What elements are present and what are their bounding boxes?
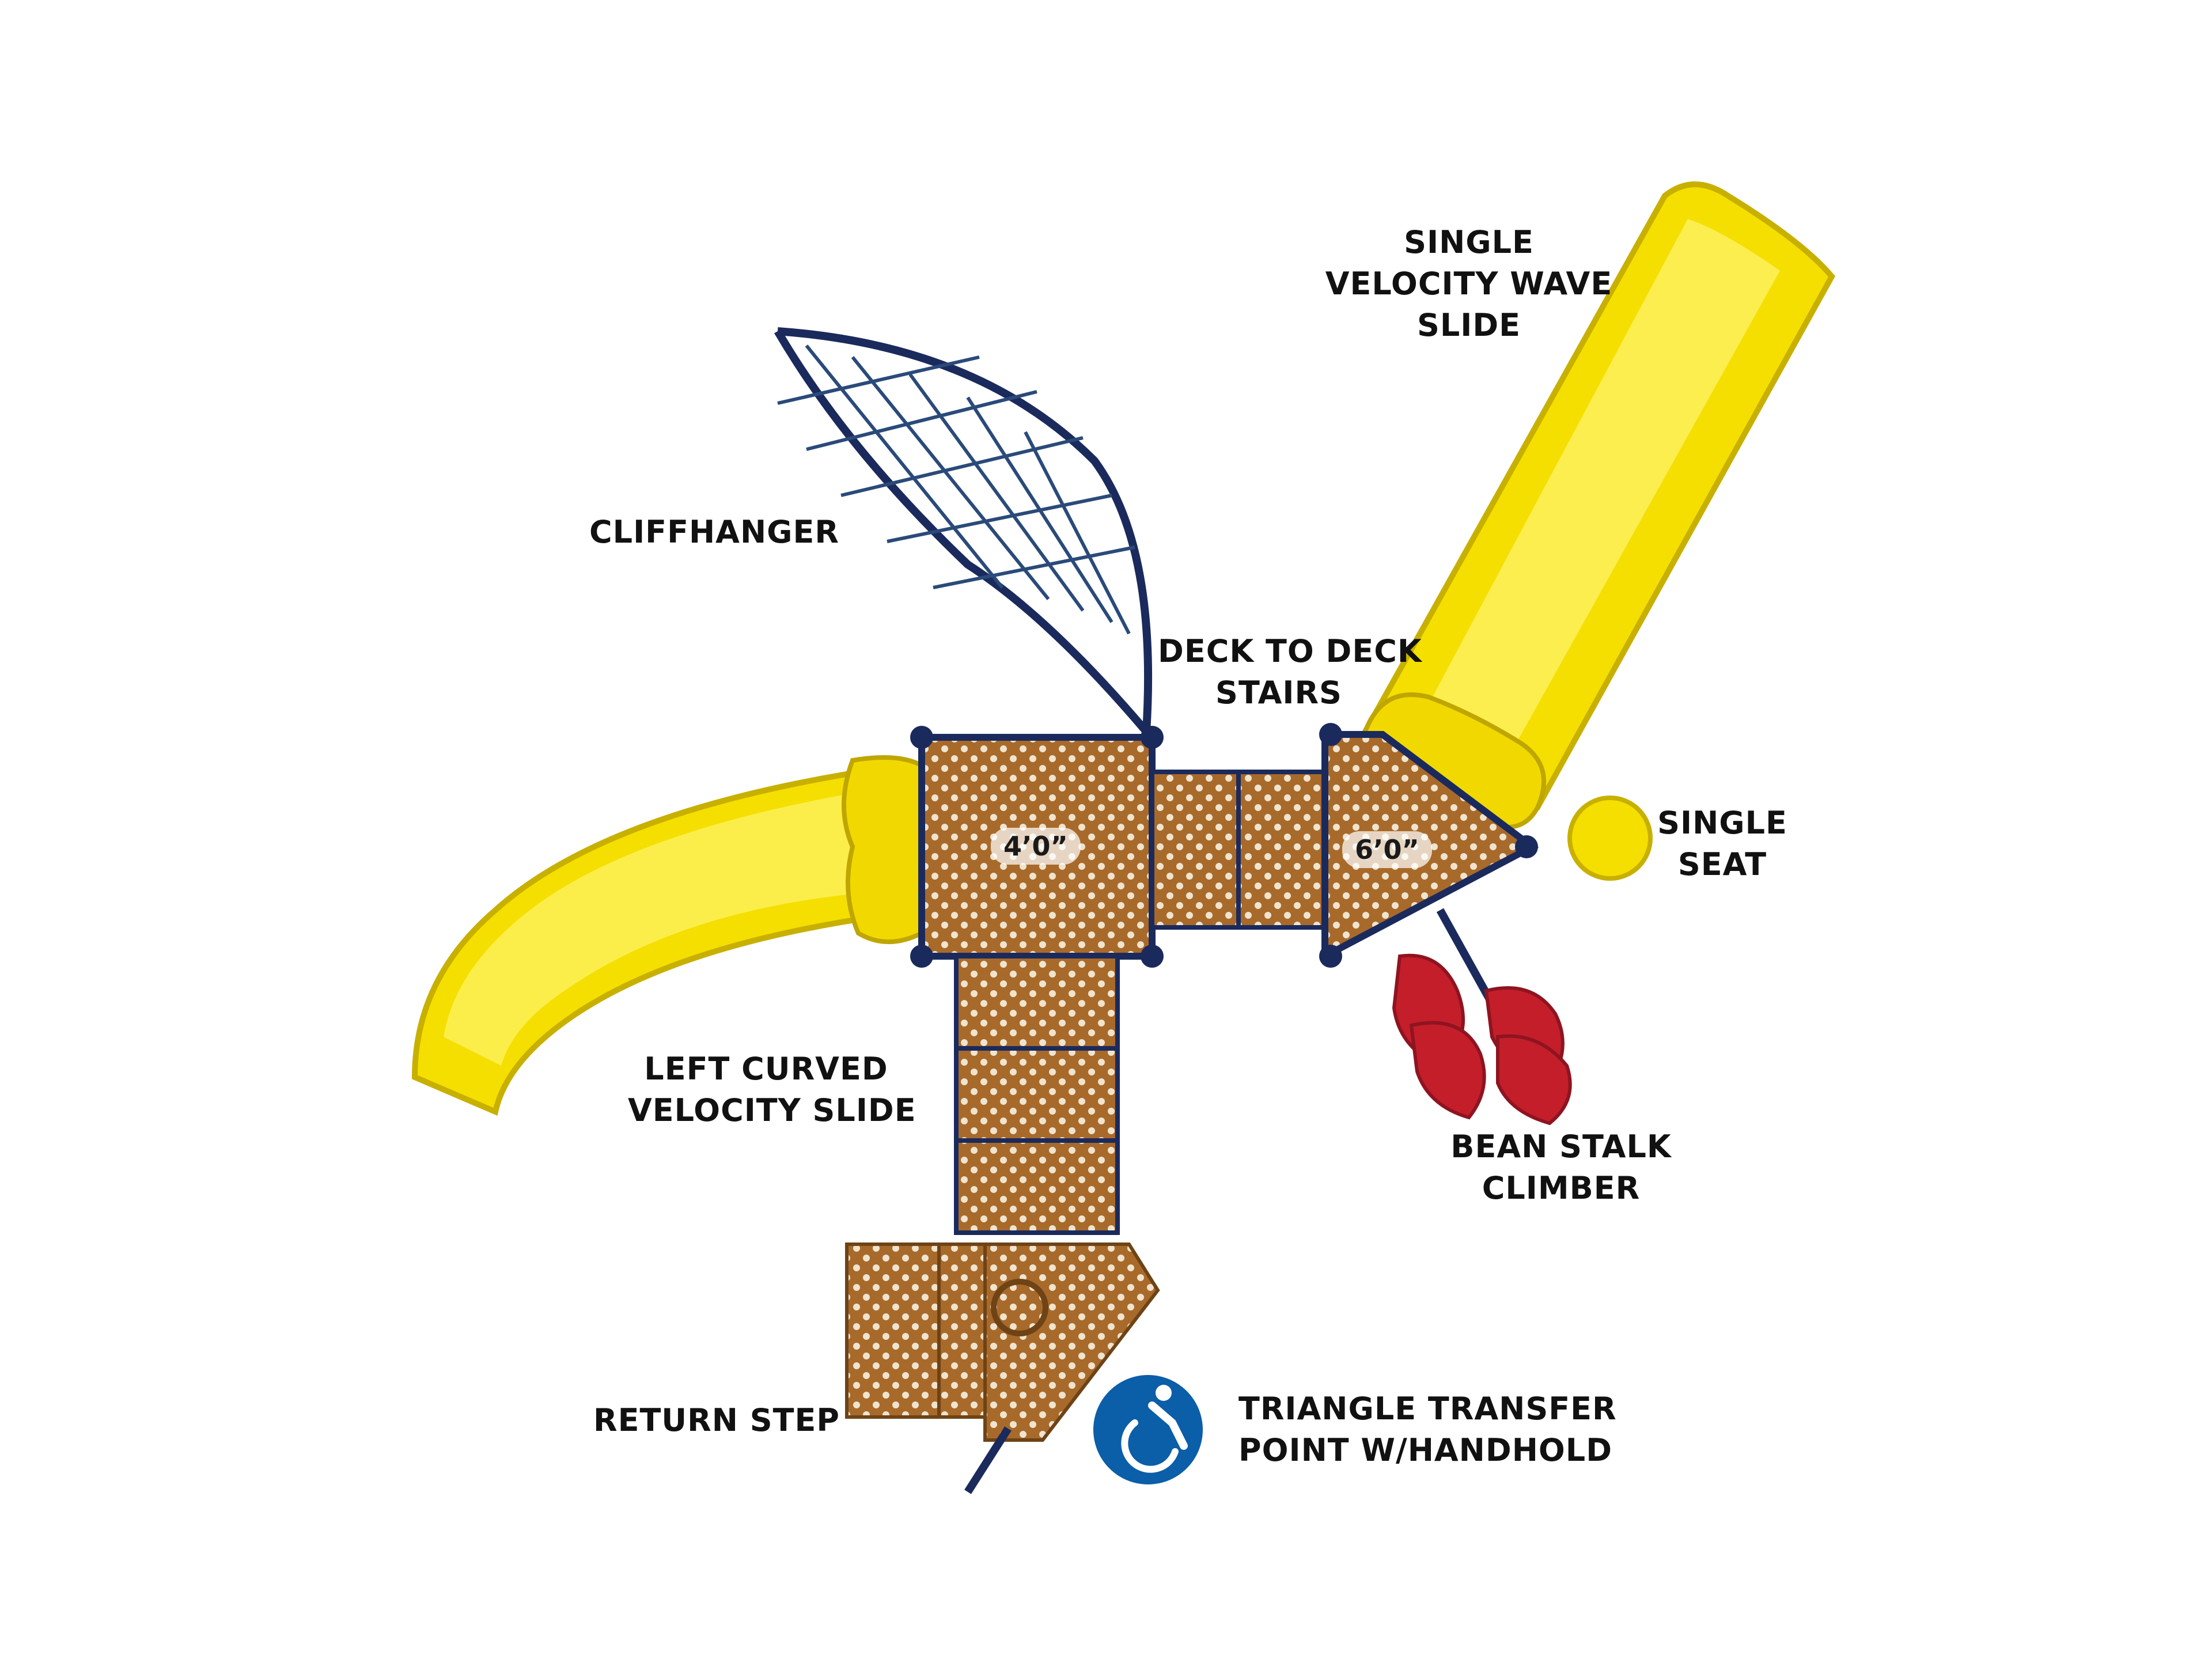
label-deck-to-deck-stairs: DECK TO DECK STAIRS (1158, 633, 1422, 711)
label-bean-stalk-climber: BEAN STALK CLIMBER (1450, 1128, 1672, 1206)
return-step (845, 1242, 987, 1419)
single-seat (1567, 795, 1653, 881)
label-cliffhanger: CLIFFHANGER (589, 514, 839, 550)
left-deck-height: 4’0” (991, 828, 1081, 865)
wheelchair-accessibility-icon (1093, 1375, 1203, 1484)
label-return-step: RETURN STEP (593, 1402, 840, 1438)
label-triangle-transfer-point: TRIANGLE TRANSFER POINT W/HANDHOLD (1238, 1391, 1617, 1468)
deck-to-deck-stairs (1150, 770, 1327, 930)
label-single-seat: SINGLE SEAT (1657, 805, 1787, 882)
bean-stalk-climber (1392, 908, 1572, 1126)
single-velocity-wave-slide (1359, 181, 1836, 829)
triangle-transfer-point (964, 1242, 1160, 1494)
right-deck-height: 6’0” (1342, 831, 1432, 868)
label-single-velocity-wave-slide: SINGLE VELOCITY WAVE SLIDE (1325, 224, 1613, 343)
cliffhanger-climber (774, 327, 1153, 734)
lower-stairs (954, 954, 1120, 1235)
label-left-curved-velocity-slide: LEFT CURVED VELOCITY SLIDE (628, 1051, 916, 1128)
